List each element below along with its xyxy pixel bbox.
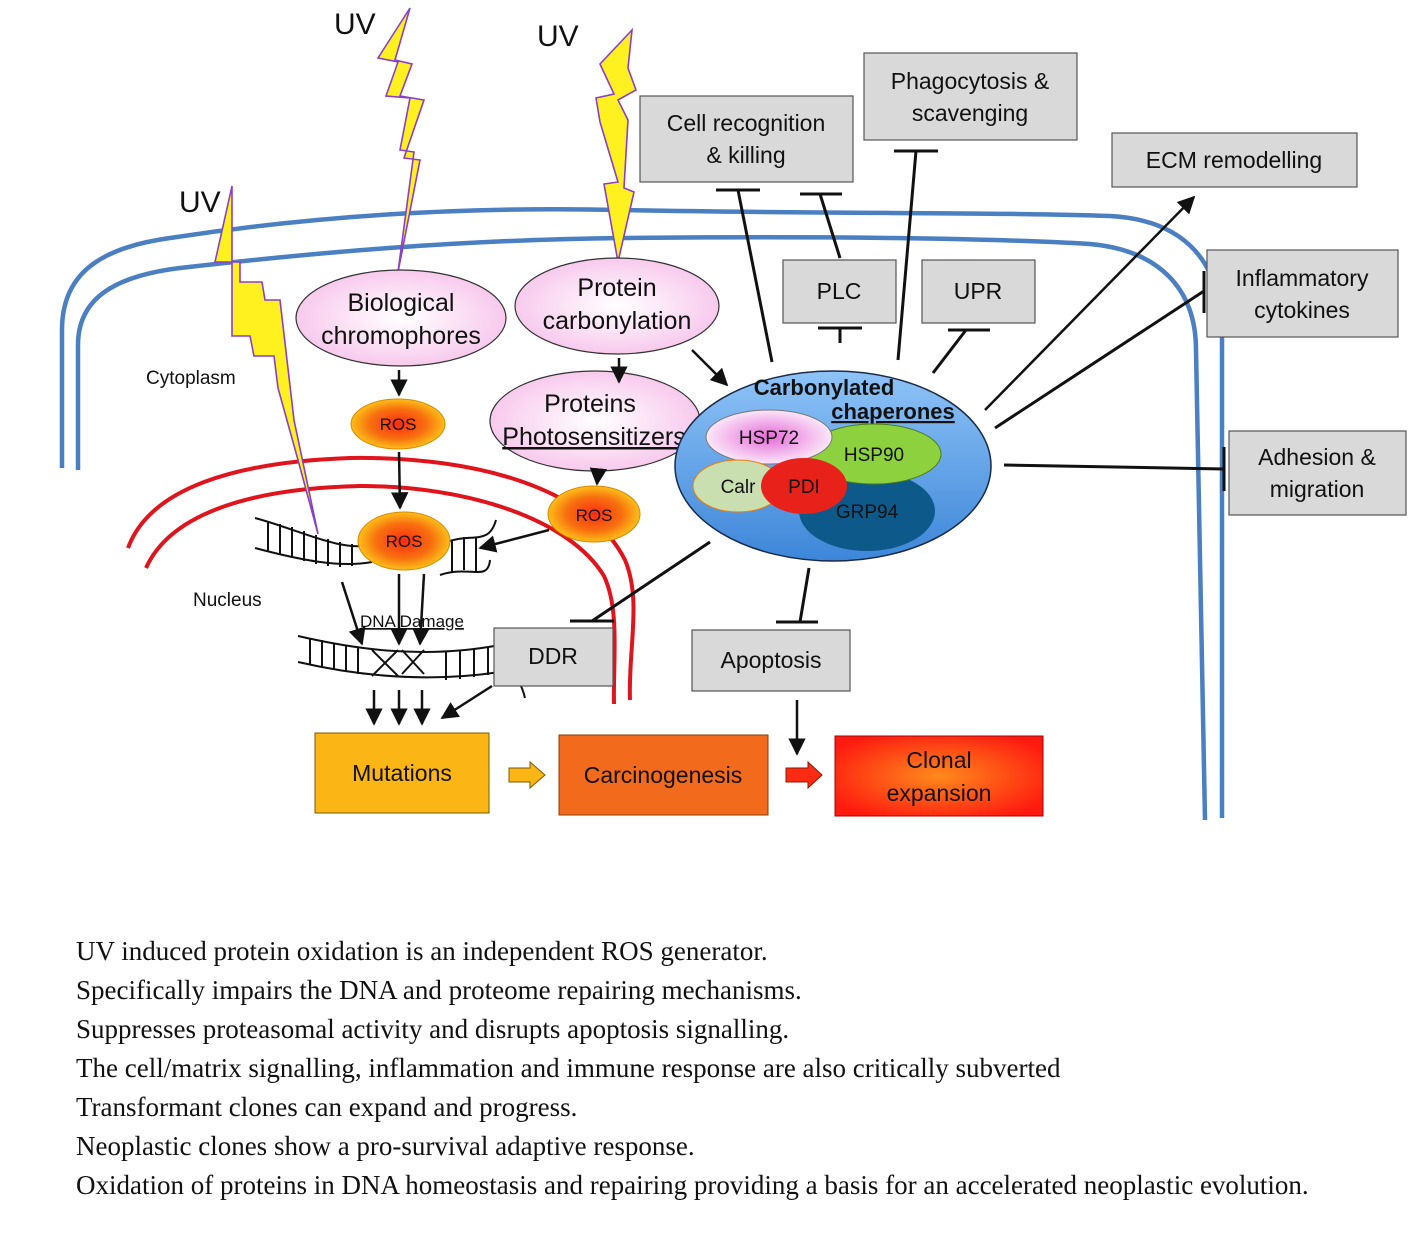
svg-text:Proteins: Proteins <box>544 390 636 418</box>
caption-line: Suppresses proteasomal activity and disr… <box>76 1014 790 1044</box>
svg-text:migration: migration <box>1270 476 1365 502</box>
ros-node-2: ROS <box>357 511 451 571</box>
svg-text:expansion: expansion <box>887 780 992 806</box>
cell-recognition-box: Cell recognition & killing <box>639 95 854 183</box>
upr-box: UPR <box>921 259 1036 324</box>
inhibition-lines <box>570 149 1226 624</box>
svg-text:ROS: ROS <box>576 506 613 525</box>
svg-text:Apoptosis: Apoptosis <box>720 647 821 673</box>
svg-text:ECM remodelling: ECM remodelling <box>1146 147 1322 173</box>
svg-text:PLC: PLC <box>817 278 862 304</box>
caption-line: Oxidation of proteins in DNA homeostasis… <box>76 1170 1309 1200</box>
biological-chromophores-node: Biological chromophores <box>295 269 507 367</box>
svg-text:Photosensitizers: Photosensitizers <box>502 423 685 451</box>
svg-text:Inflammatory: Inflammatory <box>1236 265 1369 291</box>
hsp90-node: HSP90 <box>806 423 942 485</box>
ecm-remodelling-box: ECM remodelling <box>1111 132 1358 188</box>
mutations-box: Mutations <box>314 732 490 814</box>
figure-caption: UV induced protein oxidation is an indep… <box>16 932 1416 1205</box>
dna-strand-lower <box>297 635 526 699</box>
svg-text:PDI: PDI <box>788 477 820 498</box>
carcinogenesis-box: Carcinogenesis <box>558 734 769 816</box>
uv-label-3: UV <box>537 20 579 53</box>
svg-text:Calr: Calr <box>721 477 757 498</box>
uv-bolt-middle <box>376 7 426 273</box>
svg-text:Carcinogenesis: Carcinogenesis <box>584 762 743 788</box>
apoptosis-box: Apoptosis <box>691 629 851 692</box>
svg-text:Protein: Protein <box>577 274 656 302</box>
svg-text:Cell recognition: Cell recognition <box>667 110 826 136</box>
clonal-expansion-box: Clonal expansion <box>834 735 1044 817</box>
cytoplasm-label: Cytoplasm <box>146 368 236 389</box>
ros-node-1: ROS <box>350 398 446 450</box>
calr-node: Calr <box>692 459 784 513</box>
uv-bolt-left <box>214 185 319 535</box>
svg-text:Carbonylated: Carbonylated <box>754 375 895 400</box>
ddr-box: DDR <box>493 627 614 687</box>
svg-text:Adhesion &: Adhesion & <box>1258 444 1376 470</box>
svg-text:GRP94: GRP94 <box>836 502 899 523</box>
arrow-carcinogenesis-clonal <box>785 760 823 790</box>
pathway-diagram: UV UV UV Cytoplasm Nucleus DNA Damage Bi… <box>59 7 1407 821</box>
hsp72-node: HSP72 <box>705 409 833 465</box>
svg-text:HSP72: HSP72 <box>739 428 799 449</box>
inflammatory-cytokines-box: Inflammatory cytokines <box>1206 249 1399 338</box>
svg-text:cytokines: cytokines <box>1254 297 1350 323</box>
svg-text:Phagocytosis &: Phagocytosis & <box>891 68 1050 94</box>
adhesion-migration-box: Adhesion & migration <box>1228 430 1407 516</box>
svg-text:carbonylation: carbonylation <box>543 307 692 335</box>
svg-text:scavenging: scavenging <box>912 100 1028 126</box>
uv-bolt-right <box>595 27 637 263</box>
caption-line: Neoplastic clones show a pro-survival ad… <box>76 1131 695 1161</box>
svg-text:UPR: UPR <box>954 278 1003 304</box>
svg-text:HSP90: HSP90 <box>844 445 904 466</box>
svg-text:chromophores: chromophores <box>321 322 481 350</box>
proteins-photosensitizers-node: Proteins Photosensitizers <box>489 370 701 472</box>
dna-damage-label: DNA Damage <box>360 612 464 631</box>
svg-text:ROS: ROS <box>386 532 423 551</box>
svg-text:Mutations: Mutations <box>352 760 452 786</box>
nucleus-label: Nucleus <box>193 590 262 611</box>
svg-text:& killing: & killing <box>706 142 785 168</box>
phagocytosis-box: Phagocytosis & scavenging <box>863 52 1078 141</box>
arrow-mutations-carcinogenesis <box>508 760 546 790</box>
caption-line: Transformant clones can expand and progr… <box>76 1092 578 1122</box>
svg-text:Biological: Biological <box>347 289 454 317</box>
protein-carbonylation-node: Protein carbonylation <box>514 257 720 355</box>
ros-node-3: ROS <box>547 485 641 543</box>
caption-line: Specifically impairs the DNA and proteom… <box>76 975 802 1005</box>
activation-arrows <box>340 195 1196 756</box>
caption-line: The cell/matrix signalling, inflammation… <box>76 1053 1061 1083</box>
uv-label-1: UV <box>179 186 221 219</box>
pdi-node: PDI <box>761 458 847 514</box>
plc-box: PLC <box>782 259 897 324</box>
svg-text:ROS: ROS <box>380 415 417 434</box>
carbonylated-chaperones-node: Carbonylated chaperones GRP94 HSP90 HSP7… <box>674 370 992 562</box>
caption-line: UV induced protein oxidation is an indep… <box>76 936 768 966</box>
uv-label-2: UV <box>334 8 376 41</box>
svg-text:Clonal: Clonal <box>906 747 971 773</box>
svg-text:chaperones: chaperones <box>831 399 955 424</box>
svg-text:DDR: DDR <box>528 643 578 669</box>
